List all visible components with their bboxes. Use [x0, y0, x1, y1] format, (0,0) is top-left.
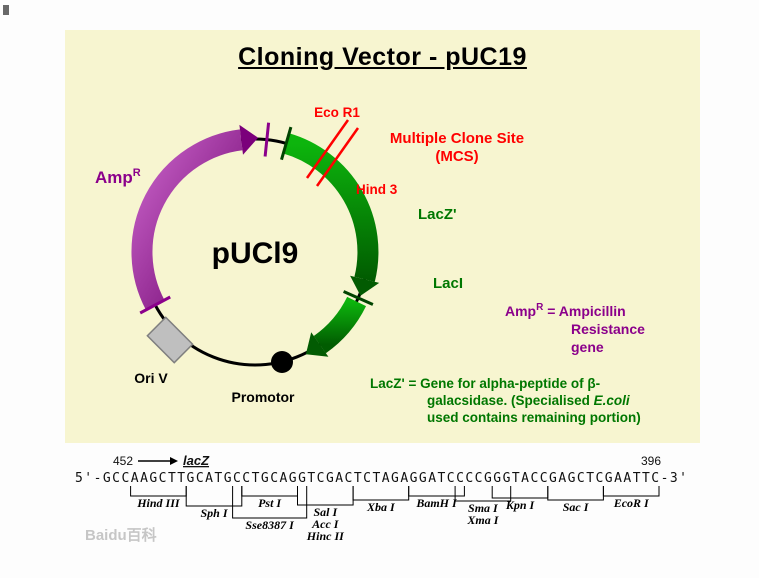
- amp-gene-arc: [131, 129, 243, 310]
- mcs-sequence: 5'-GCCAAGCTTGCATGCCTGCAGGTCGACTCTAGAGGAT…: [75, 471, 687, 486]
- laci-label: LacI: [433, 275, 463, 292]
- lacz-gene-arc: [283, 133, 379, 282]
- lacz-gene-label: lacZ: [183, 453, 210, 468]
- amp-gene-label: AmpR: [95, 167, 141, 187]
- ecor1-label: Eco R1: [314, 105, 360, 120]
- promotor-dot: [271, 351, 293, 373]
- restriction-map: 452 lacZ 396 5'-GCCAAGCTTGCATGCCTGCAGGTC…: [75, 453, 687, 544]
- lacz-legend-line1: LacZ' = Gene for alpha-peptide of β-: [370, 376, 600, 391]
- smai-bracket: [454, 486, 512, 502]
- enzyme-xmai: Xma I: [466, 513, 499, 527]
- lacz-label: LacZ': [418, 206, 457, 223]
- mcs-marker-line-1: [305, 119, 350, 179]
- lacz-arrowhead-icon: [350, 275, 380, 296]
- oriv-label: Ori V: [134, 370, 168, 386]
- laci-arrowhead-icon: [305, 332, 329, 357]
- lacz-legend-line2: galacsidase. (Specialised E.coli: [427, 393, 630, 408]
- hind3-label: Hind 3: [356, 182, 398, 197]
- hindiii-bracket: [130, 486, 187, 497]
- amp-legend-line1: AmpR = Ampicillin: [505, 302, 626, 319]
- enzyme-psti: Pst I: [258, 496, 282, 510]
- amp-arrowhead-icon: [239, 124, 259, 155]
- oriv-box: [146, 316, 194, 364]
- sse8387i-bracket: [232, 486, 308, 519]
- figure-title: Cloning Vector - pUC19: [238, 43, 527, 71]
- saci-bracket: [547, 486, 604, 501]
- lacz-laci-boundary-tick: [342, 290, 374, 306]
- sali-bracket: [297, 486, 354, 506]
- watermark: Baidu百科: [85, 526, 157, 544]
- corner-artifact: [3, 5, 9, 15]
- enzyme-hincii: Hinc II: [306, 529, 345, 543]
- amp-legend-line3: gene: [571, 339, 604, 355]
- sphi-bracket: [185, 486, 243, 507]
- enzyme-hindiii: Hind III: [136, 496, 181, 510]
- enzyme-sphi: Sph I: [200, 506, 228, 520]
- mcs-marker-line-2: [315, 127, 360, 187]
- mcs-label-line2: (MCS): [435, 148, 478, 165]
- enzyme-xbai: Xba I: [366, 500, 396, 514]
- plasmid-panel: Cloning Vector - pUC19: [65, 30, 700, 443]
- amp-top-tick: [263, 122, 271, 157]
- amp-bottom-tick: [139, 295, 171, 315]
- psti-bracket: [241, 486, 298, 497]
- enzyme-sali: Sal I: [313, 505, 338, 519]
- ecori-bracket: [602, 486, 660, 497]
- laci-gene-arc: [313, 296, 367, 354]
- bamhi-bracket: [408, 486, 465, 497]
- position-452: 452: [113, 454, 133, 468]
- enzyme-saci: Sac I: [563, 500, 590, 514]
- lacz-legend-line3: used contains remaining portion): [427, 410, 641, 425]
- lacz-direction-arrowhead-icon: [170, 457, 178, 465]
- enzyme-ecori: EcoR I: [613, 496, 650, 510]
- xbai-bracket: [352, 486, 410, 501]
- lacz-start-tick: [280, 126, 293, 161]
- enzyme-acci: Acc I: [311, 517, 340, 531]
- enzyme-bamhi: BamH I: [415, 496, 458, 510]
- position-396: 396: [641, 454, 661, 468]
- enzyme-kpni: Kpn I: [505, 498, 536, 512]
- mcs-label-line1: Multiple Clone Site: [390, 130, 524, 147]
- plasmid-name-label: pUCl9: [212, 237, 299, 270]
- amp-legend-line2: Resistance: [571, 321, 645, 337]
- enzyme-smai: Sma I: [468, 501, 499, 515]
- enzyme-sse8387i: Sse8387 I: [245, 518, 295, 532]
- promotor-label: Promotor: [232, 389, 296, 405]
- kpni-bracket: [491, 486, 549, 499]
- plasmid-map: AmpR pUCl9 Eco R1 Multiple Clone Site (M…: [95, 105, 645, 425]
